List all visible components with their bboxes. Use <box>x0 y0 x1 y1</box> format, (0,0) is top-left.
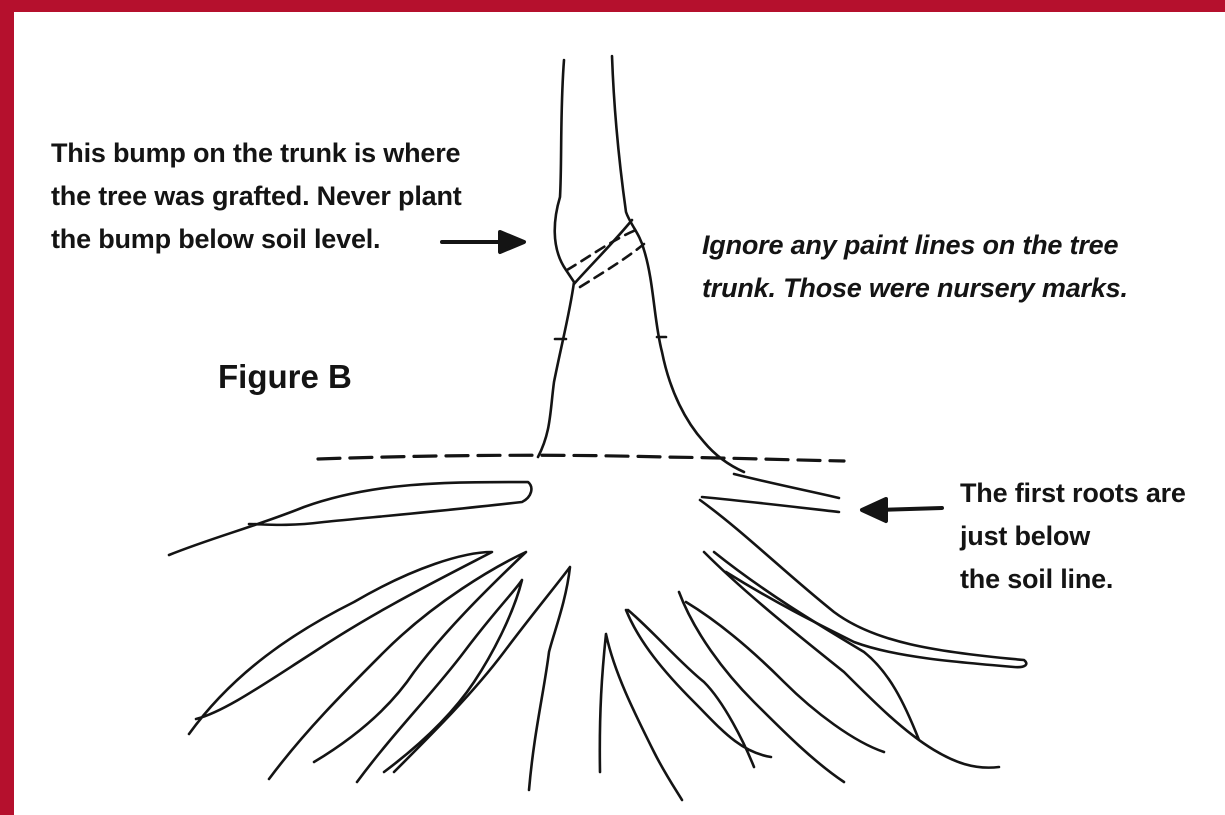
root-top-right <box>702 474 839 512</box>
paint-annotation: Ignore any paint lines on the tree trunk… <box>702 224 1128 310</box>
graft-annotation: This bump on the trunk is where the tree… <box>51 132 462 261</box>
root-left-far <box>189 552 492 734</box>
root-center-left <box>394 567 570 790</box>
paint-annotation-line: trunk. Those were nursery marks. <box>702 267 1128 310</box>
roots-annotation: The first roots are just below the soil … <box>960 472 1186 601</box>
graft-annotation-line: This bump on the trunk is where <box>51 132 462 175</box>
roots <box>169 474 1026 800</box>
root-left-mid <box>269 552 526 779</box>
figure-label: Figure B <box>218 358 352 396</box>
paint-line-upper <box>567 230 636 270</box>
drawing-panel: This bump on the trunk is where the tree… <box>14 12 1225 815</box>
root-center <box>600 634 682 800</box>
graft-annotation-line: the tree was grafted. Never plant <box>51 175 462 218</box>
graft-bump-line <box>574 220 632 284</box>
trunk-left-edge <box>538 60 574 457</box>
roots-annotation-line: The first roots are <box>960 472 1186 515</box>
arrow-left-icon <box>862 499 942 521</box>
graft-annotation-line: the bump below soil level. <box>51 218 462 261</box>
paint-annotation-line: Ignore any paint lines on the tree <box>702 224 1128 267</box>
roots-annotation-line: just below <box>960 515 1186 558</box>
soil-line <box>318 455 844 461</box>
root-top-left <box>169 482 531 555</box>
roots-annotation-line: the soil line. <box>960 558 1186 601</box>
